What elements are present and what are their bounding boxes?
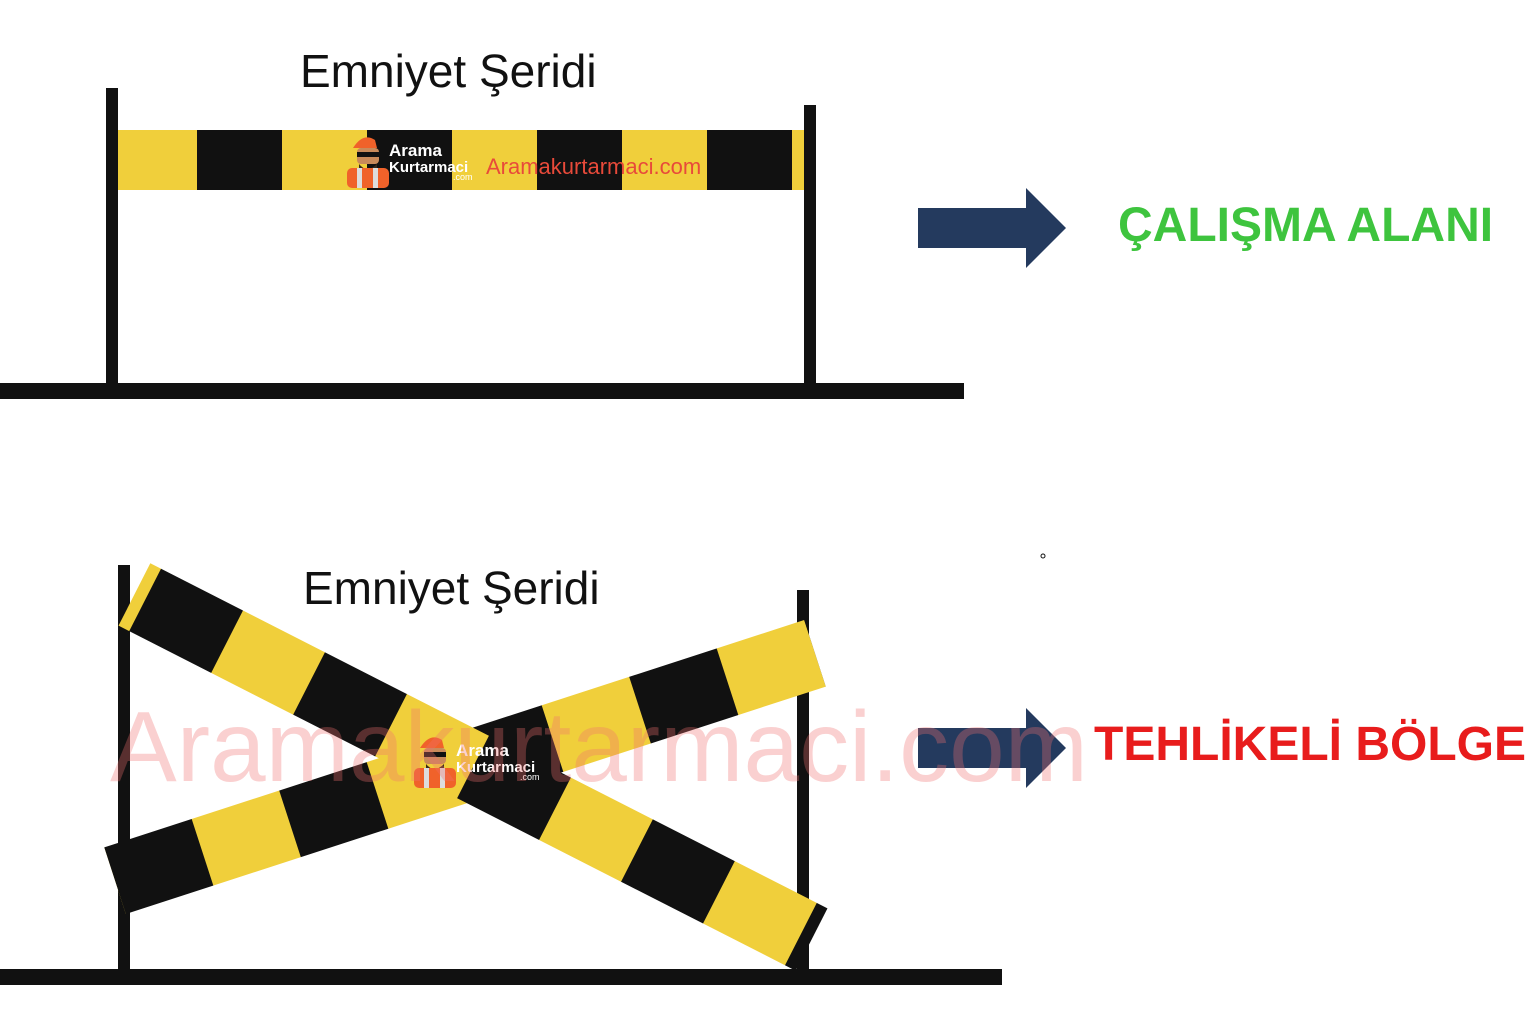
top-tape <box>112 130 804 190</box>
rescuer-mascot-icon <box>414 737 456 788</box>
top-right-pole <box>804 105 816 388</box>
logo-line2: Kurtarmaci <box>456 759 535 776</box>
top-watermark-logo: Arama Kurtarmaci .com <box>347 137 473 188</box>
logo-line1: Arama <box>389 141 442 160</box>
top-left-pole <box>106 88 118 388</box>
bottom-tape-title: Emniyet Şeridi <box>303 562 600 614</box>
work-area-label: ÇALIŞMA ALANI <box>1118 199 1494 252</box>
bottom-watermark-logo: Arama Kurtarmaci .com <box>414 737 540 788</box>
logo-suffix: .com <box>520 772 540 782</box>
top-tape-title: Emniyet Şeridi <box>300 45 597 97</box>
top-ground-line <box>0 383 964 399</box>
top-watermark-url: Aramakurtarmaci.com <box>486 154 701 179</box>
bottom-arrow-icon <box>918 708 1066 788</box>
logo-suffix: .com <box>453 172 473 182</box>
bottom-ground-line <box>0 969 1002 985</box>
top-barrier <box>0 88 964 399</box>
rescuer-mascot-icon <box>347 137 389 188</box>
logo-line2: Kurtarmaci <box>389 159 468 176</box>
danger-zone-label: TEHLİKELİ BÖLGE <box>1094 718 1526 771</box>
top-arrow-icon <box>918 188 1066 268</box>
logo-line1: Arama <box>456 741 509 760</box>
stray-dot <box>1040 553 1046 559</box>
cross-tape-falling <box>118 563 828 971</box>
bottom-barrier <box>0 563 1002 985</box>
